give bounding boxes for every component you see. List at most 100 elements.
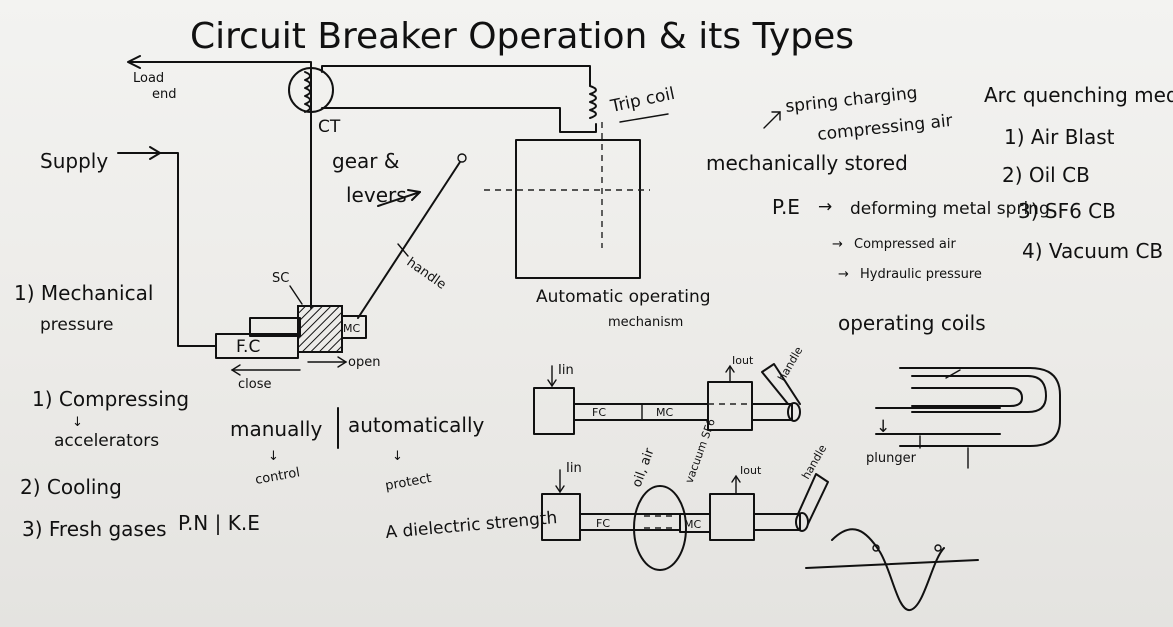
mc-top-label: MC bbox=[656, 406, 673, 419]
ct-secondary-bottom bbox=[321, 107, 597, 133]
ct-coil-icon bbox=[304, 71, 311, 113]
deforming-spring-label: deforming metal spring bbox=[850, 199, 1050, 219]
contact-diagram-bottom: Iin FC oil, air vacuum SF6 MC handle Iou… bbox=[541, 417, 829, 571]
iin-bottom-label: Iin bbox=[566, 461, 582, 476]
iin-top-arrow-icon bbox=[547, 379, 557, 388]
iout-bottom-label: Iout bbox=[740, 464, 762, 477]
close-label: close bbox=[238, 377, 271, 392]
handle-label: handle bbox=[404, 255, 449, 293]
terminal-top bbox=[533, 387, 575, 435]
circuit-schematic: Load end CT Trip coil Automatic operatin… bbox=[40, 55, 711, 392]
trip-coil-icon bbox=[589, 85, 597, 119]
oil-air-label: oil, air bbox=[630, 446, 658, 490]
gear-arrow-icon bbox=[407, 189, 421, 201]
wave-axis bbox=[805, 559, 979, 569]
open-label: open bbox=[348, 355, 380, 370]
sliding-contact bbox=[297, 305, 343, 353]
down-arrow-icon: ↓ bbox=[72, 415, 83, 430]
trip-coil-label: Trip coil bbox=[608, 84, 677, 117]
close-arrow-icon bbox=[230, 364, 241, 376]
contact-rod-bottom bbox=[579, 513, 681, 531]
arc-media-item: 2) Oil CB bbox=[1002, 163, 1090, 187]
rod-end-top bbox=[787, 402, 801, 422]
hydraulic-arrow-icon: → bbox=[838, 267, 849, 282]
gear-levers-label-2: levers bbox=[346, 183, 407, 207]
stored-energy-notes: spring charging compressing air mechanic… bbox=[706, 83, 1050, 335]
plunger-arrow-icon: ↓ bbox=[876, 417, 890, 437]
auto-mechanism-label-2: mechanism bbox=[608, 315, 683, 330]
spring-arrow-icon bbox=[771, 111, 781, 121]
iout-top-arrow-icon bbox=[725, 364, 735, 373]
supply-label: Supply bbox=[40, 149, 108, 173]
zero-crossing-1 bbox=[872, 544, 880, 552]
contact-diagram-top: Iin FC MC handle Iout bbox=[533, 344, 805, 435]
handle-bottom bbox=[797, 473, 829, 525]
compressing-label: 1) Compressing bbox=[32, 387, 189, 411]
operating-coils-label: operating coils bbox=[838, 311, 986, 335]
left-notes: 1) Mechanical pressure 1) Compressing ↓ … bbox=[14, 281, 260, 541]
arc-media-item: 1) Air Blast bbox=[1004, 125, 1115, 149]
spring-arrow-line bbox=[763, 111, 781, 129]
ct-label: CT bbox=[318, 117, 341, 137]
fresh-gases-label: 3) Fresh gases bbox=[22, 517, 167, 541]
coil-outer bbox=[899, 367, 1061, 447]
sine-wave bbox=[831, 528, 945, 611]
compressing-air-label: compressing air bbox=[816, 111, 953, 145]
manually-label: manually bbox=[230, 417, 322, 441]
protect-arrow-icon: ↓ bbox=[392, 449, 403, 464]
supply-wire bbox=[159, 152, 217, 347]
rod-end-bottom bbox=[795, 512, 809, 532]
coil-tick-1 bbox=[945, 369, 961, 379]
accelerators-label: accelerators bbox=[54, 431, 159, 451]
pe-arrow-icon: → bbox=[818, 197, 832, 217]
waveform bbox=[805, 528, 979, 611]
control-label: control bbox=[254, 465, 301, 488]
sc-label: SC bbox=[272, 271, 289, 286]
rod-extension-top bbox=[751, 403, 793, 421]
iout-terminal-bottom bbox=[709, 493, 755, 541]
load-end-label: Load bbox=[133, 71, 164, 86]
gear-arrow-line bbox=[377, 191, 421, 207]
spring-charging-label: spring charging bbox=[784, 83, 918, 117]
vacuum-sf6-label: vacuum SF6 bbox=[683, 417, 718, 485]
dielectric-label: A dielectric strength bbox=[385, 508, 558, 543]
handle-lever bbox=[357, 161, 461, 319]
pe-label: P.E bbox=[772, 195, 800, 219]
ct-secondary-top bbox=[321, 65, 591, 87]
hydraulic-label: Hydraulic pressure bbox=[860, 267, 982, 282]
handle-top bbox=[761, 363, 801, 405]
coil-mid bbox=[911, 375, 1047, 413]
auto-mechanism-label: Automatic operating bbox=[536, 287, 711, 307]
load-end-label-2: end bbox=[152, 87, 177, 102]
pressure-label: pressure bbox=[40, 315, 113, 335]
center-notes: manually automatically ↓ control ↓ prote… bbox=[230, 407, 558, 543]
plunger-coil: ↓ plunger bbox=[866, 367, 1061, 469]
sc-pointer bbox=[289, 285, 303, 305]
mechanical-label: 1) Mechanical bbox=[14, 281, 153, 305]
handle-pointer bbox=[397, 243, 409, 257]
fc-top-label: FC bbox=[592, 406, 606, 419]
mc-bottom-label: MC bbox=[684, 518, 701, 531]
coil-inner bbox=[911, 387, 1023, 407]
page-title: Circuit Breaker Operation & its Types bbox=[190, 16, 854, 57]
iin-top-label: Iin bbox=[558, 363, 574, 378]
gear-levers-label: gear & bbox=[332, 149, 399, 173]
iin-bottom-arrow-icon bbox=[555, 485, 565, 494]
automatically-label: automatically bbox=[348, 413, 485, 437]
compressed-air-arrow-icon: → bbox=[832, 237, 843, 252]
cooling-label: 2) Cooling bbox=[20, 475, 122, 499]
arc-chamber bbox=[633, 485, 687, 571]
handle-top-label: handle bbox=[775, 344, 805, 383]
fc-bottom-label: FC bbox=[596, 517, 610, 530]
open-arrow-icon bbox=[337, 356, 348, 368]
mechanically-stored-label: mechanically stored bbox=[706, 151, 908, 175]
arc-media-heading: Arc quenching media bbox=[984, 83, 1173, 107]
control-arrow-icon: ↓ bbox=[268, 449, 279, 464]
load-arrow-icon bbox=[127, 55, 141, 69]
moving-contact bbox=[341, 315, 367, 339]
fc-label: F.C bbox=[236, 337, 260, 357]
arc-quenching-list: Arc quenching media 1) Air Blast 2) Oil … bbox=[984, 83, 1173, 263]
iout-bottom-arrow-icon bbox=[731, 474, 741, 483]
arc-media-item: 4) Vacuum CB bbox=[1022, 239, 1163, 263]
